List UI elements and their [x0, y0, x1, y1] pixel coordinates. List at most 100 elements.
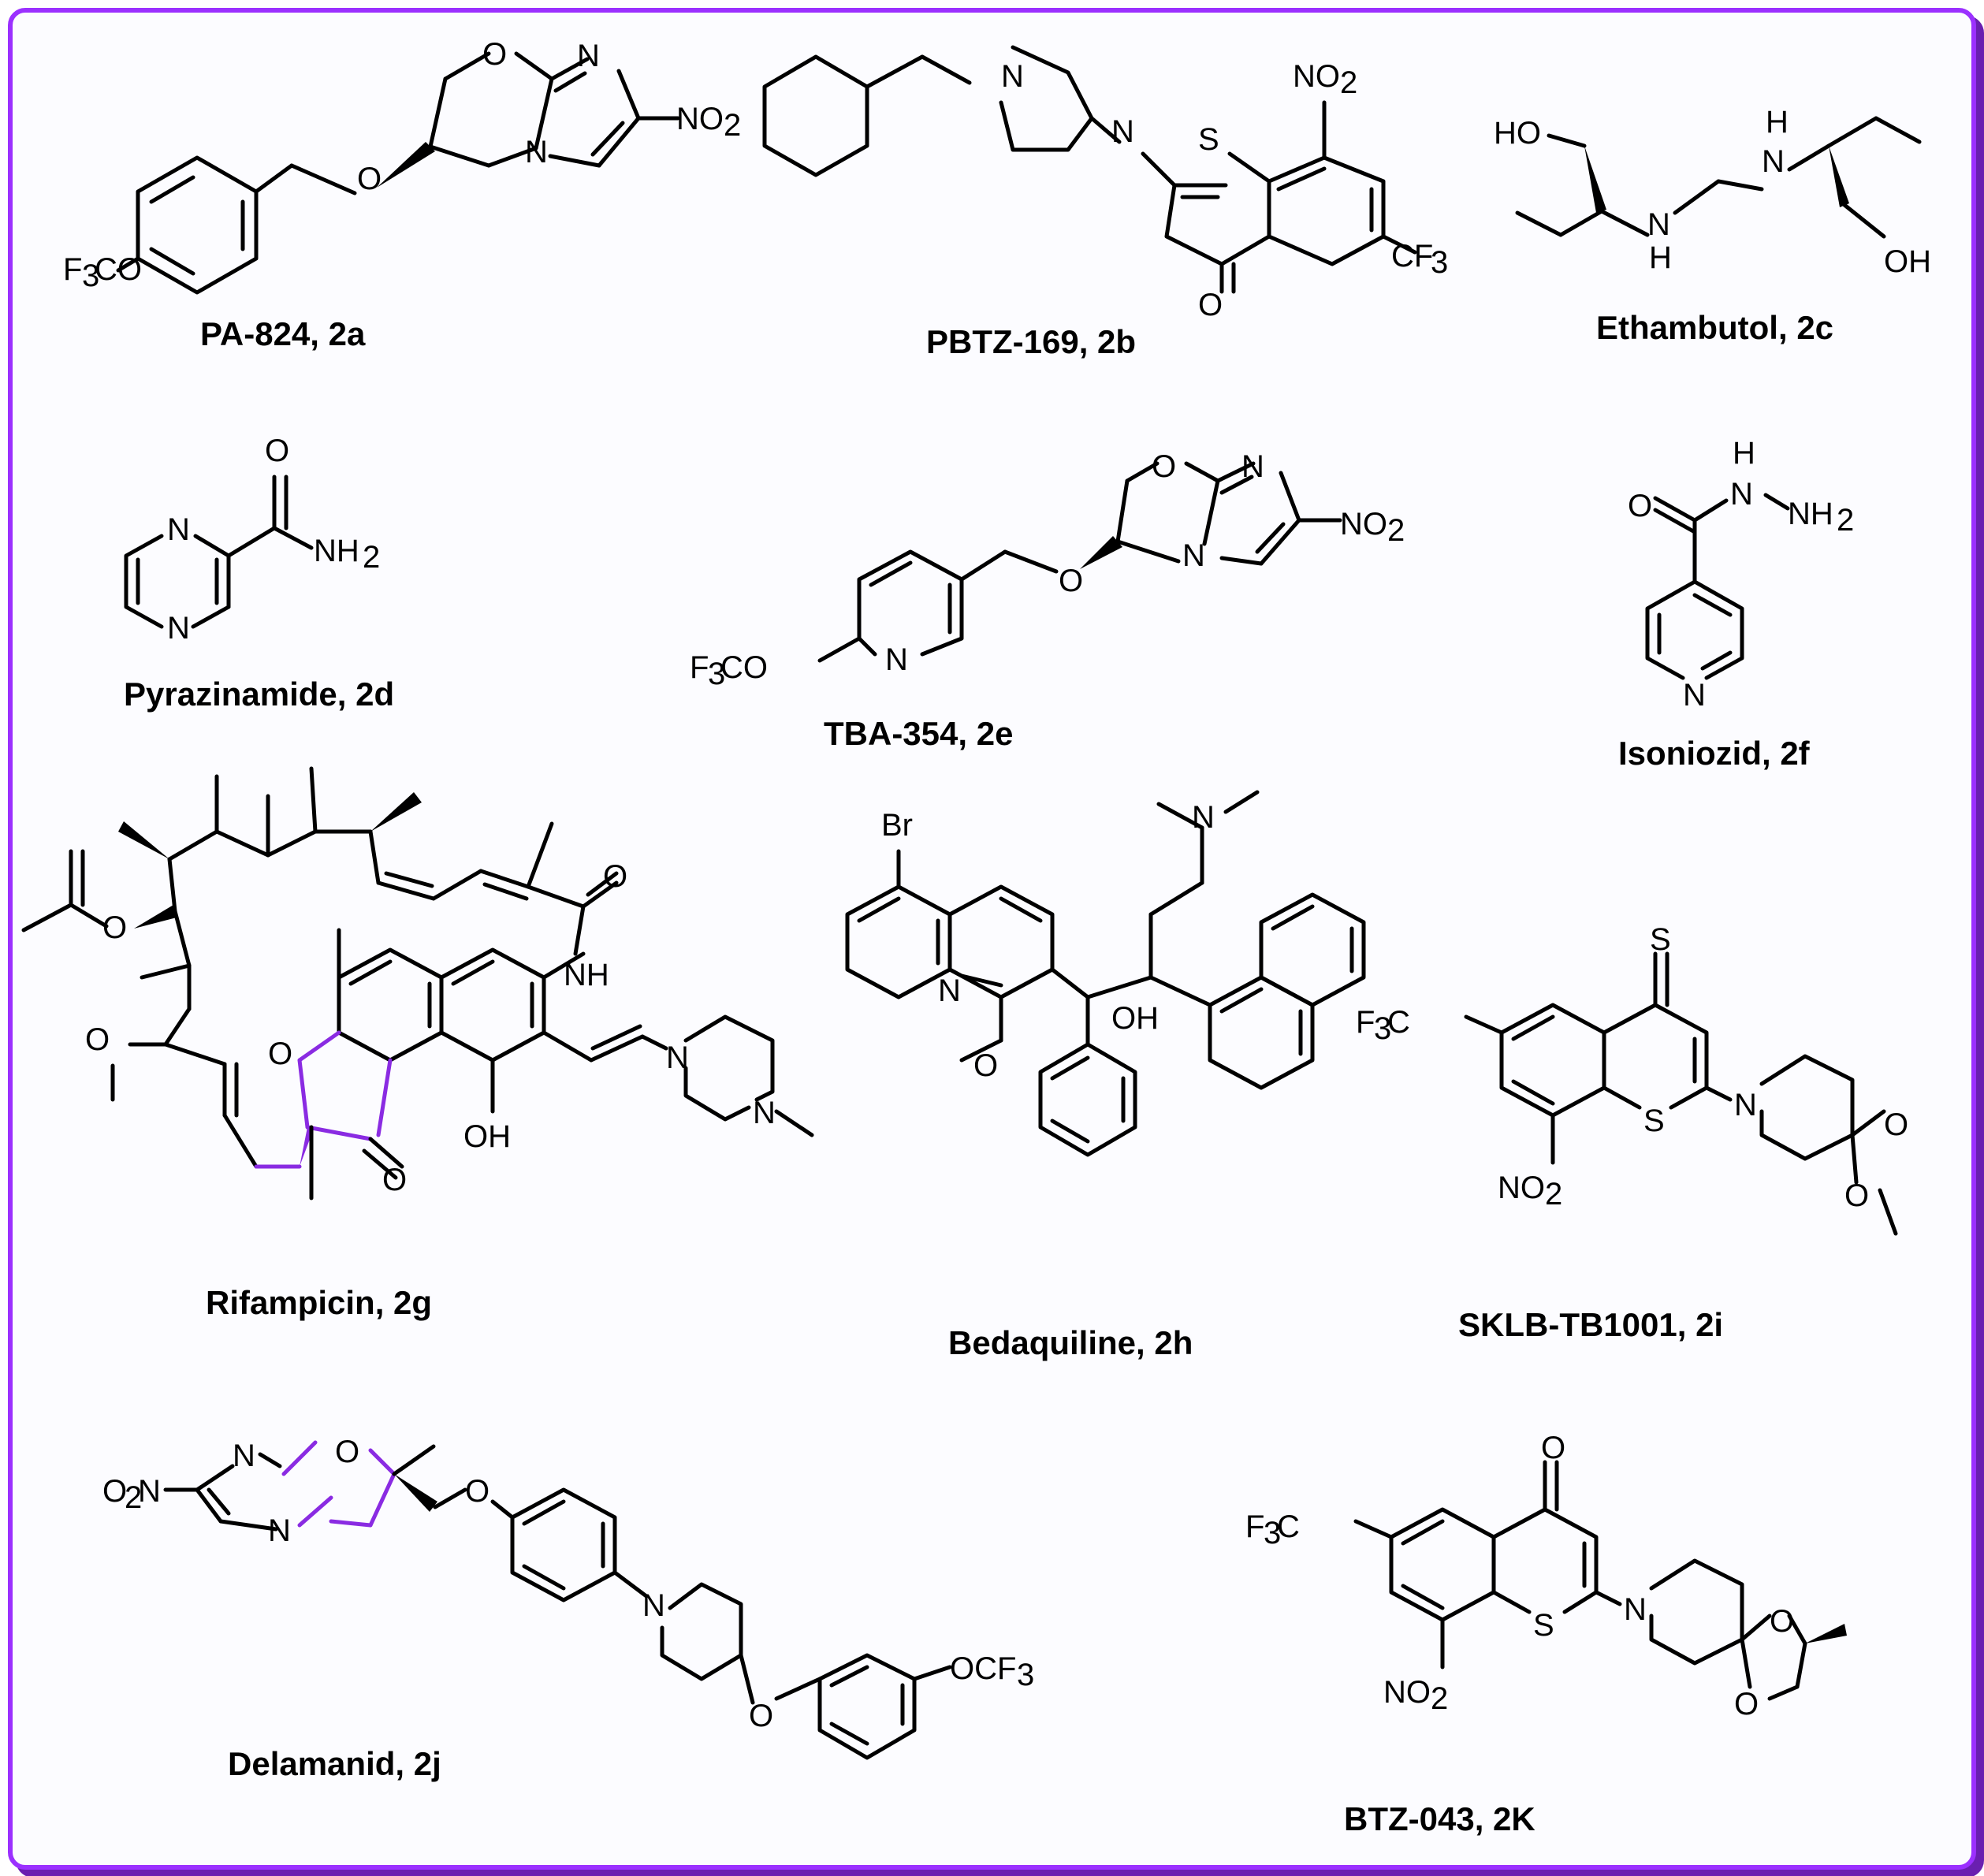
- svg-text:O: O: [749, 1699, 773, 1733]
- svg-text:S: S: [1198, 122, 1219, 157]
- svg-text:2: 2: [1545, 1177, 1562, 1212]
- svg-text:2: 2: [1340, 65, 1357, 100]
- svg-text:O: O: [603, 859, 627, 894]
- svg-text:O: O: [268, 1037, 292, 1071]
- svg-text:H: H: [1766, 105, 1789, 140]
- svg-text:N: N: [577, 39, 600, 73]
- svg-text:N: N: [1647, 207, 1670, 242]
- svg-text:H: H: [1649, 240, 1672, 275]
- svg-text:N: N: [753, 1096, 776, 1130]
- caption-sklb-tb1001: SKLB-TB1001, 2i: [1458, 1306, 1723, 1343]
- caption-ethambutol: Ethambutol, 2c: [1596, 309, 1833, 346]
- caption-pyrazinamide: Pyrazinamide, 2d: [124, 676, 394, 713]
- svg-text:O: O: [357, 162, 382, 196]
- caption-bedaquiline: Bedaquiline, 2h: [948, 1324, 1193, 1361]
- svg-text:F: F: [63, 252, 82, 287]
- svg-text:OH: OH: [1884, 244, 1931, 279]
- caption-pbtz-169: PBTZ-169, 2b: [926, 323, 1136, 360]
- svg-text:OH: OH: [463, 1119, 511, 1154]
- svg-text:F: F: [1356, 1005, 1375, 1040]
- svg-text:2: 2: [363, 540, 380, 575]
- svg-text:N: N: [1762, 144, 1785, 179]
- caption-delamanid: Delamanid, 2j: [228, 1745, 441, 1782]
- svg-text:N: N: [138, 1474, 161, 1509]
- svg-text:O: O: [973, 1048, 998, 1083]
- svg-text:O: O: [382, 1163, 407, 1197]
- svg-text:N: N: [167, 611, 190, 646]
- svg-text:N: N: [167, 512, 190, 547]
- svg-text:Br: Br: [881, 808, 913, 843]
- svg-text:O: O: [1734, 1687, 1759, 1722]
- svg-text:F: F: [690, 650, 709, 685]
- svg-text:H: H: [1733, 436, 1755, 471]
- svg-text:2: 2: [724, 108, 741, 143]
- svg-text:O: O: [1198, 288, 1223, 322]
- svg-text:O: O: [1844, 1178, 1869, 1213]
- svg-text:O: O: [1152, 449, 1176, 484]
- svg-text:NO: NO: [1383, 1675, 1431, 1710]
- caption-tba-354: TBA-354, 2e: [824, 715, 1013, 752]
- svg-text:N: N: [666, 1040, 689, 1075]
- structure-bedaquiline: Br N O OH N: [845, 790, 1366, 1157]
- svg-text:N: N: [885, 642, 908, 677]
- svg-text:C: C: [1387, 1005, 1410, 1040]
- structure-ethambutol: HO N H N H OH: [1494, 105, 1931, 279]
- svg-text:OH: OH: [1111, 1001, 1159, 1036]
- svg-text:CO: CO: [720, 650, 768, 685]
- svg-text:N: N: [1734, 1088, 1757, 1122]
- svg-text:O: O: [265, 434, 289, 468]
- svg-text:3: 3: [708, 657, 725, 691]
- svg-text:NH: NH: [314, 534, 359, 568]
- svg-text:N: N: [938, 973, 961, 1008]
- svg-text:CO: CO: [95, 252, 142, 287]
- caption-rifampicin: Rifampicin, 2g: [206, 1284, 432, 1321]
- svg-text:O: O: [482, 37, 507, 72]
- svg-text:O: O: [335, 1435, 359, 1469]
- caption-btz-043: BTZ-043, 2K: [1344, 1800, 1535, 1837]
- svg-text:3: 3: [1374, 1011, 1391, 1046]
- svg-text:O: O: [85, 1022, 110, 1057]
- svg-text:O: O: [1770, 1604, 1794, 1639]
- structure-rifampicin: O O O O O NH OH N N: [21, 766, 814, 1200]
- svg-text:NH: NH: [564, 958, 609, 992]
- svg-text:N: N: [1683, 678, 1706, 713]
- caption-isoniazid: Isoniozid, 2f: [1618, 735, 1811, 772]
- svg-text:O: O: [1628, 489, 1652, 523]
- svg-text:3: 3: [1431, 245, 1448, 280]
- svg-text:2: 2: [125, 1480, 142, 1515]
- svg-text:O: O: [102, 1474, 127, 1509]
- svg-text:O: O: [102, 910, 127, 945]
- svg-text:O: O: [1884, 1107, 1908, 1142]
- svg-text:N: N: [1001, 59, 1024, 94]
- svg-text:N: N: [1182, 538, 1205, 573]
- svg-text:3: 3: [82, 259, 99, 293]
- svg-text:N: N: [525, 135, 548, 169]
- svg-text:N: N: [1192, 800, 1215, 835]
- figure-frame: [8, 8, 1976, 1870]
- svg-text:N: N: [1241, 449, 1264, 484]
- svg-text:CF: CF: [1391, 239, 1433, 274]
- svg-text:2: 2: [1431, 1681, 1448, 1716]
- svg-text:HO: HO: [1494, 116, 1541, 151]
- svg-text:S: S: [1533, 1608, 1554, 1643]
- svg-text:NH: NH: [1788, 497, 1833, 531]
- svg-text:S: S: [1650, 922, 1671, 957]
- svg-text:N: N: [642, 1588, 665, 1623]
- svg-text:2: 2: [1387, 513, 1405, 548]
- svg-text:2: 2: [1837, 503, 1854, 538]
- svg-text:O: O: [1059, 564, 1083, 598]
- svg-text:O: O: [465, 1474, 489, 1509]
- svg-text:NO: NO: [1293, 59, 1340, 94]
- svg-text:3: 3: [1264, 1516, 1281, 1550]
- svg-text:OCF: OCF: [950, 1651, 1016, 1686]
- svg-text:3: 3: [1017, 1658, 1034, 1692]
- svg-text:N: N: [268, 1513, 291, 1548]
